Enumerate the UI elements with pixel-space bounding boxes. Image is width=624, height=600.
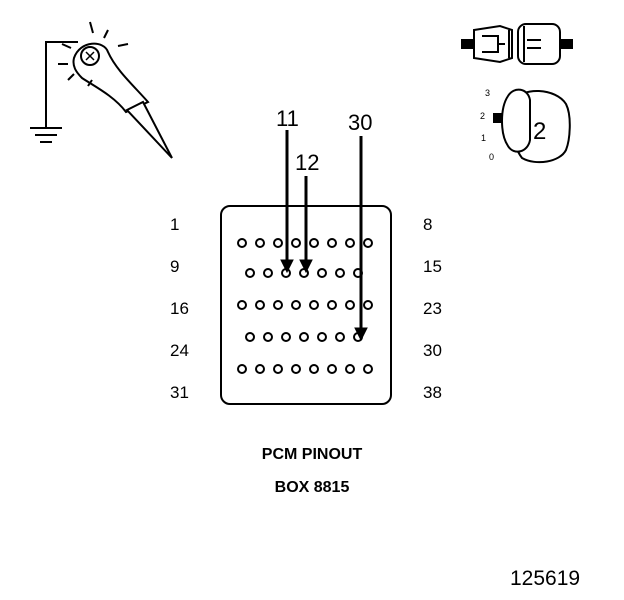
pin-13 [317, 268, 327, 278]
right-label-8: 8 [423, 215, 432, 234]
right-label-30: 30 [423, 341, 442, 360]
pin-17 [255, 300, 265, 310]
diagram-title: PCM PINOUT [262, 446, 363, 463]
left-label-31: 31 [170, 383, 189, 402]
right-label-23: 23 [423, 299, 442, 318]
callout-pin-12: 12 [295, 150, 319, 175]
pin-7 [345, 238, 355, 248]
left-label-9: 9 [170, 257, 179, 276]
ignition-position-1: 1 [481, 133, 486, 143]
right-label-38: 38 [423, 383, 442, 402]
pin-2 [255, 238, 265, 248]
pin-37 [345, 364, 355, 374]
pin-38 [363, 364, 373, 374]
left-label-1: 1 [170, 215, 179, 234]
pin-28 [317, 332, 327, 342]
ignition-selected: 2 [533, 118, 546, 145]
diagram-subtitle: BOX 8815 [275, 479, 350, 496]
pin-4 [291, 238, 301, 248]
ignition-position-2: 2 [480, 111, 485, 121]
pin-18 [273, 300, 283, 310]
callout-arrows [280, 130, 368, 342]
pin-34 [291, 364, 301, 374]
pin-10 [263, 268, 273, 278]
pin-27 [299, 332, 309, 342]
pin-6 [327, 238, 337, 248]
pin-25 [263, 332, 273, 342]
pin-8 [363, 238, 373, 248]
pin-32 [255, 364, 265, 374]
pin-9 [245, 268, 255, 278]
left-label-24: 24 [170, 341, 189, 360]
pin-33 [273, 364, 283, 374]
figure-number: 125619 [510, 567, 580, 590]
pin-31 [237, 364, 247, 374]
pin-grid [237, 238, 373, 374]
test-lamp-icon [30, 21, 173, 159]
pin-26 [281, 332, 291, 342]
right-label-15: 15 [423, 257, 442, 276]
pin-16 [237, 300, 247, 310]
pin-20 [309, 300, 319, 310]
callout-pin-30: 30 [348, 110, 372, 135]
pin-5 [309, 238, 319, 248]
pin-23 [363, 300, 373, 310]
connector-icon [461, 23, 573, 65]
pin-19 [291, 300, 301, 310]
ignition-position-3: 3 [485, 88, 490, 98]
pin-1 [237, 238, 247, 248]
pin-21 [327, 300, 337, 310]
pin-29 [335, 332, 345, 342]
pin-3 [273, 238, 283, 248]
pin-22 [345, 300, 355, 310]
pin-36 [327, 364, 337, 374]
pin-14 [335, 268, 345, 278]
ignition-position-0: 0 [489, 152, 494, 162]
pin-35 [309, 364, 319, 374]
ignition-key-icon [493, 88, 571, 164]
left-label-16: 16 [170, 299, 189, 318]
callout-pin-11: 11 [276, 106, 299, 131]
pin-24 [245, 332, 255, 342]
